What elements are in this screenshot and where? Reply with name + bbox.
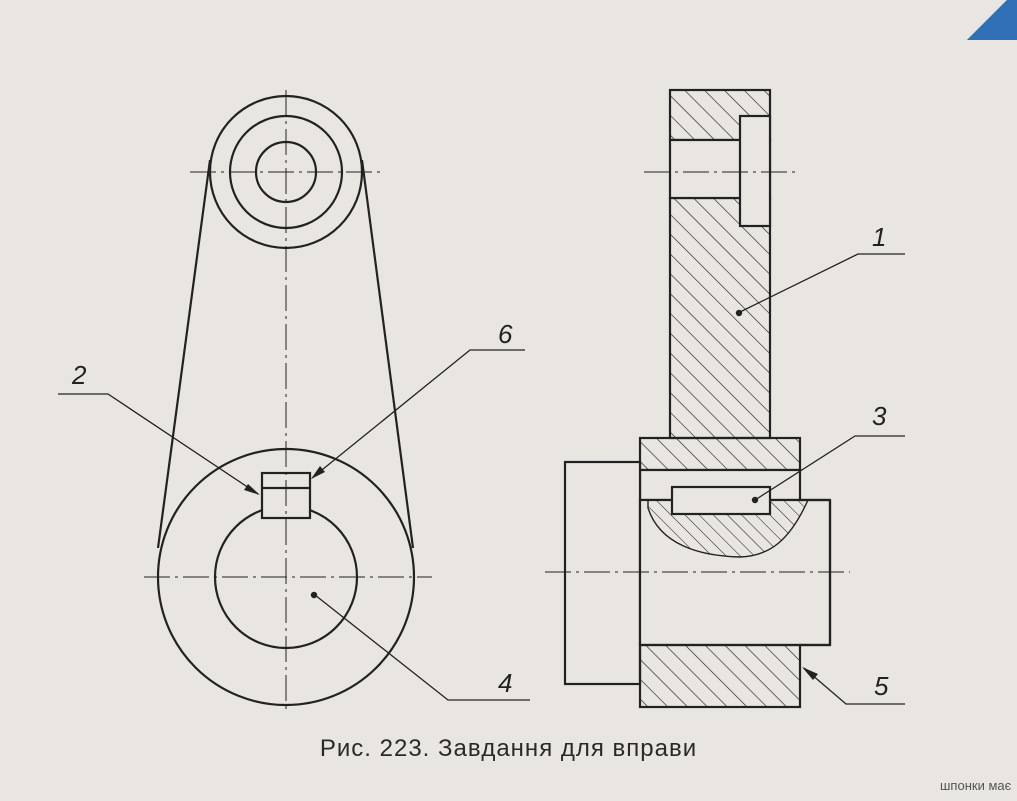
arrowhead-6 (311, 466, 325, 479)
arrowhead-2 (244, 484, 260, 495)
front-view-axes (144, 90, 432, 710)
leader-3 (754, 435, 905, 501)
page-corner-tab (965, 0, 1017, 40)
leader-6 (311, 349, 525, 479)
section-view (563, 88, 832, 709)
section-view-axes (545, 171, 850, 573)
top-pin (738, 114, 772, 228)
leader-4 (314, 594, 530, 701)
label-part-4: 4 (498, 668, 512, 698)
lever-arm-body (668, 196, 772, 440)
leader-arrowheads (244, 466, 325, 495)
figure-caption: Рис. 223. Завдання для вправи (319, 735, 698, 762)
lever-shoulder (638, 436, 802, 472)
dot-1 (735, 309, 743, 317)
shaft-body (563, 460, 642, 686)
front-view-leaders (58, 349, 530, 701)
dot-4 (310, 591, 318, 599)
leader-1 (739, 253, 905, 313)
label-part-6: 6 (498, 319, 513, 349)
arm-left-edge (156, 159, 212, 549)
lower-hub-ring (638, 643, 802, 709)
bleed-text: шпонки має (940, 778, 1012, 793)
label-part-2: 2 (71, 360, 87, 390)
leader-5 (803, 667, 905, 705)
leader-2 (58, 393, 259, 495)
hub-block-upper-gap (638, 468, 802, 502)
label-part-3: 3 (872, 401, 887, 431)
label-part-5: 5 (874, 671, 889, 701)
dot-3 (751, 496, 759, 504)
section-view-leaders (739, 253, 905, 705)
arm-right-edge (360, 159, 415, 549)
label-part-1: 1 (872, 222, 886, 252)
arrowhead-5 (802, 667, 818, 680)
